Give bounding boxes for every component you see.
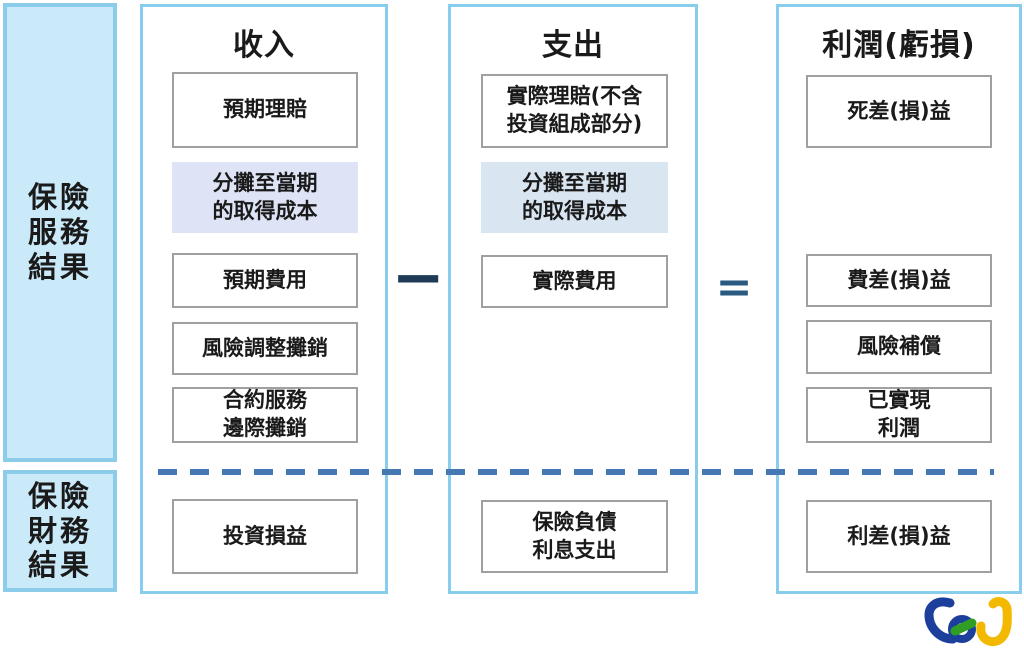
income-column: 收入 預期理賠 分攤至當期 的取得成本 預期費用 風險調整攤銷 合約服務 邊際攤…	[140, 4, 388, 594]
insurance-financial-result-label: 保險 財務 結果	[3, 470, 117, 592]
service-financial-divider-line	[158, 469, 994, 475]
profit-column: 利潤(虧損) 死差(損)益 費差(損)益 風險補償 已實現 利潤 利差(損)益	[776, 4, 1022, 594]
insurance-service-result-label: 保險 服務 結果	[3, 3, 117, 462]
minus-operator: −	[391, 241, 445, 315]
tej-logo	[924, 597, 1012, 647]
expense-column: 支出 實際理賠(不含 投資組成部分) 分攤至當期 的取得成本 實際費用 保險負債…	[448, 4, 698, 594]
expense-gain-box: 費差(損)益	[806, 254, 992, 307]
risk-adjustment-amortization-box: 風險調整攤銷	[172, 322, 358, 375]
expected-claims-box: 預期理賠	[172, 72, 358, 148]
income-header: 收入	[233, 28, 295, 63]
investment-pnl-box: 投資損益	[172, 499, 358, 574]
profit-header: 利潤(虧損)	[822, 28, 976, 63]
risk-compensation-box: 風險補償	[806, 320, 992, 374]
interest-gain-box: 利差(損)益	[806, 500, 992, 573]
income-acquisition-cost-box: 分攤至當期 的取得成本	[172, 162, 358, 233]
mortality-gain-box: 死差(損)益	[806, 75, 992, 148]
expected-expenses-box: 預期費用	[172, 253, 358, 308]
expense-acquisition-cost-box: 分攤至當期 的取得成本	[481, 162, 668, 233]
actual-expenses-box: 實際費用	[481, 255, 668, 308]
expense-header: 支出	[542, 28, 604, 63]
equals-operator: =	[715, 261, 753, 313]
actual-claims-box: 實際理賠(不含 投資組成部分)	[481, 74, 668, 148]
csm-amortization-box: 合約服務 邊際攤銷	[172, 387, 358, 443]
realized-profit-box: 已實現 利潤	[806, 387, 992, 443]
insurance-liability-interest-box: 保險負債 利息支出	[481, 500, 668, 573]
